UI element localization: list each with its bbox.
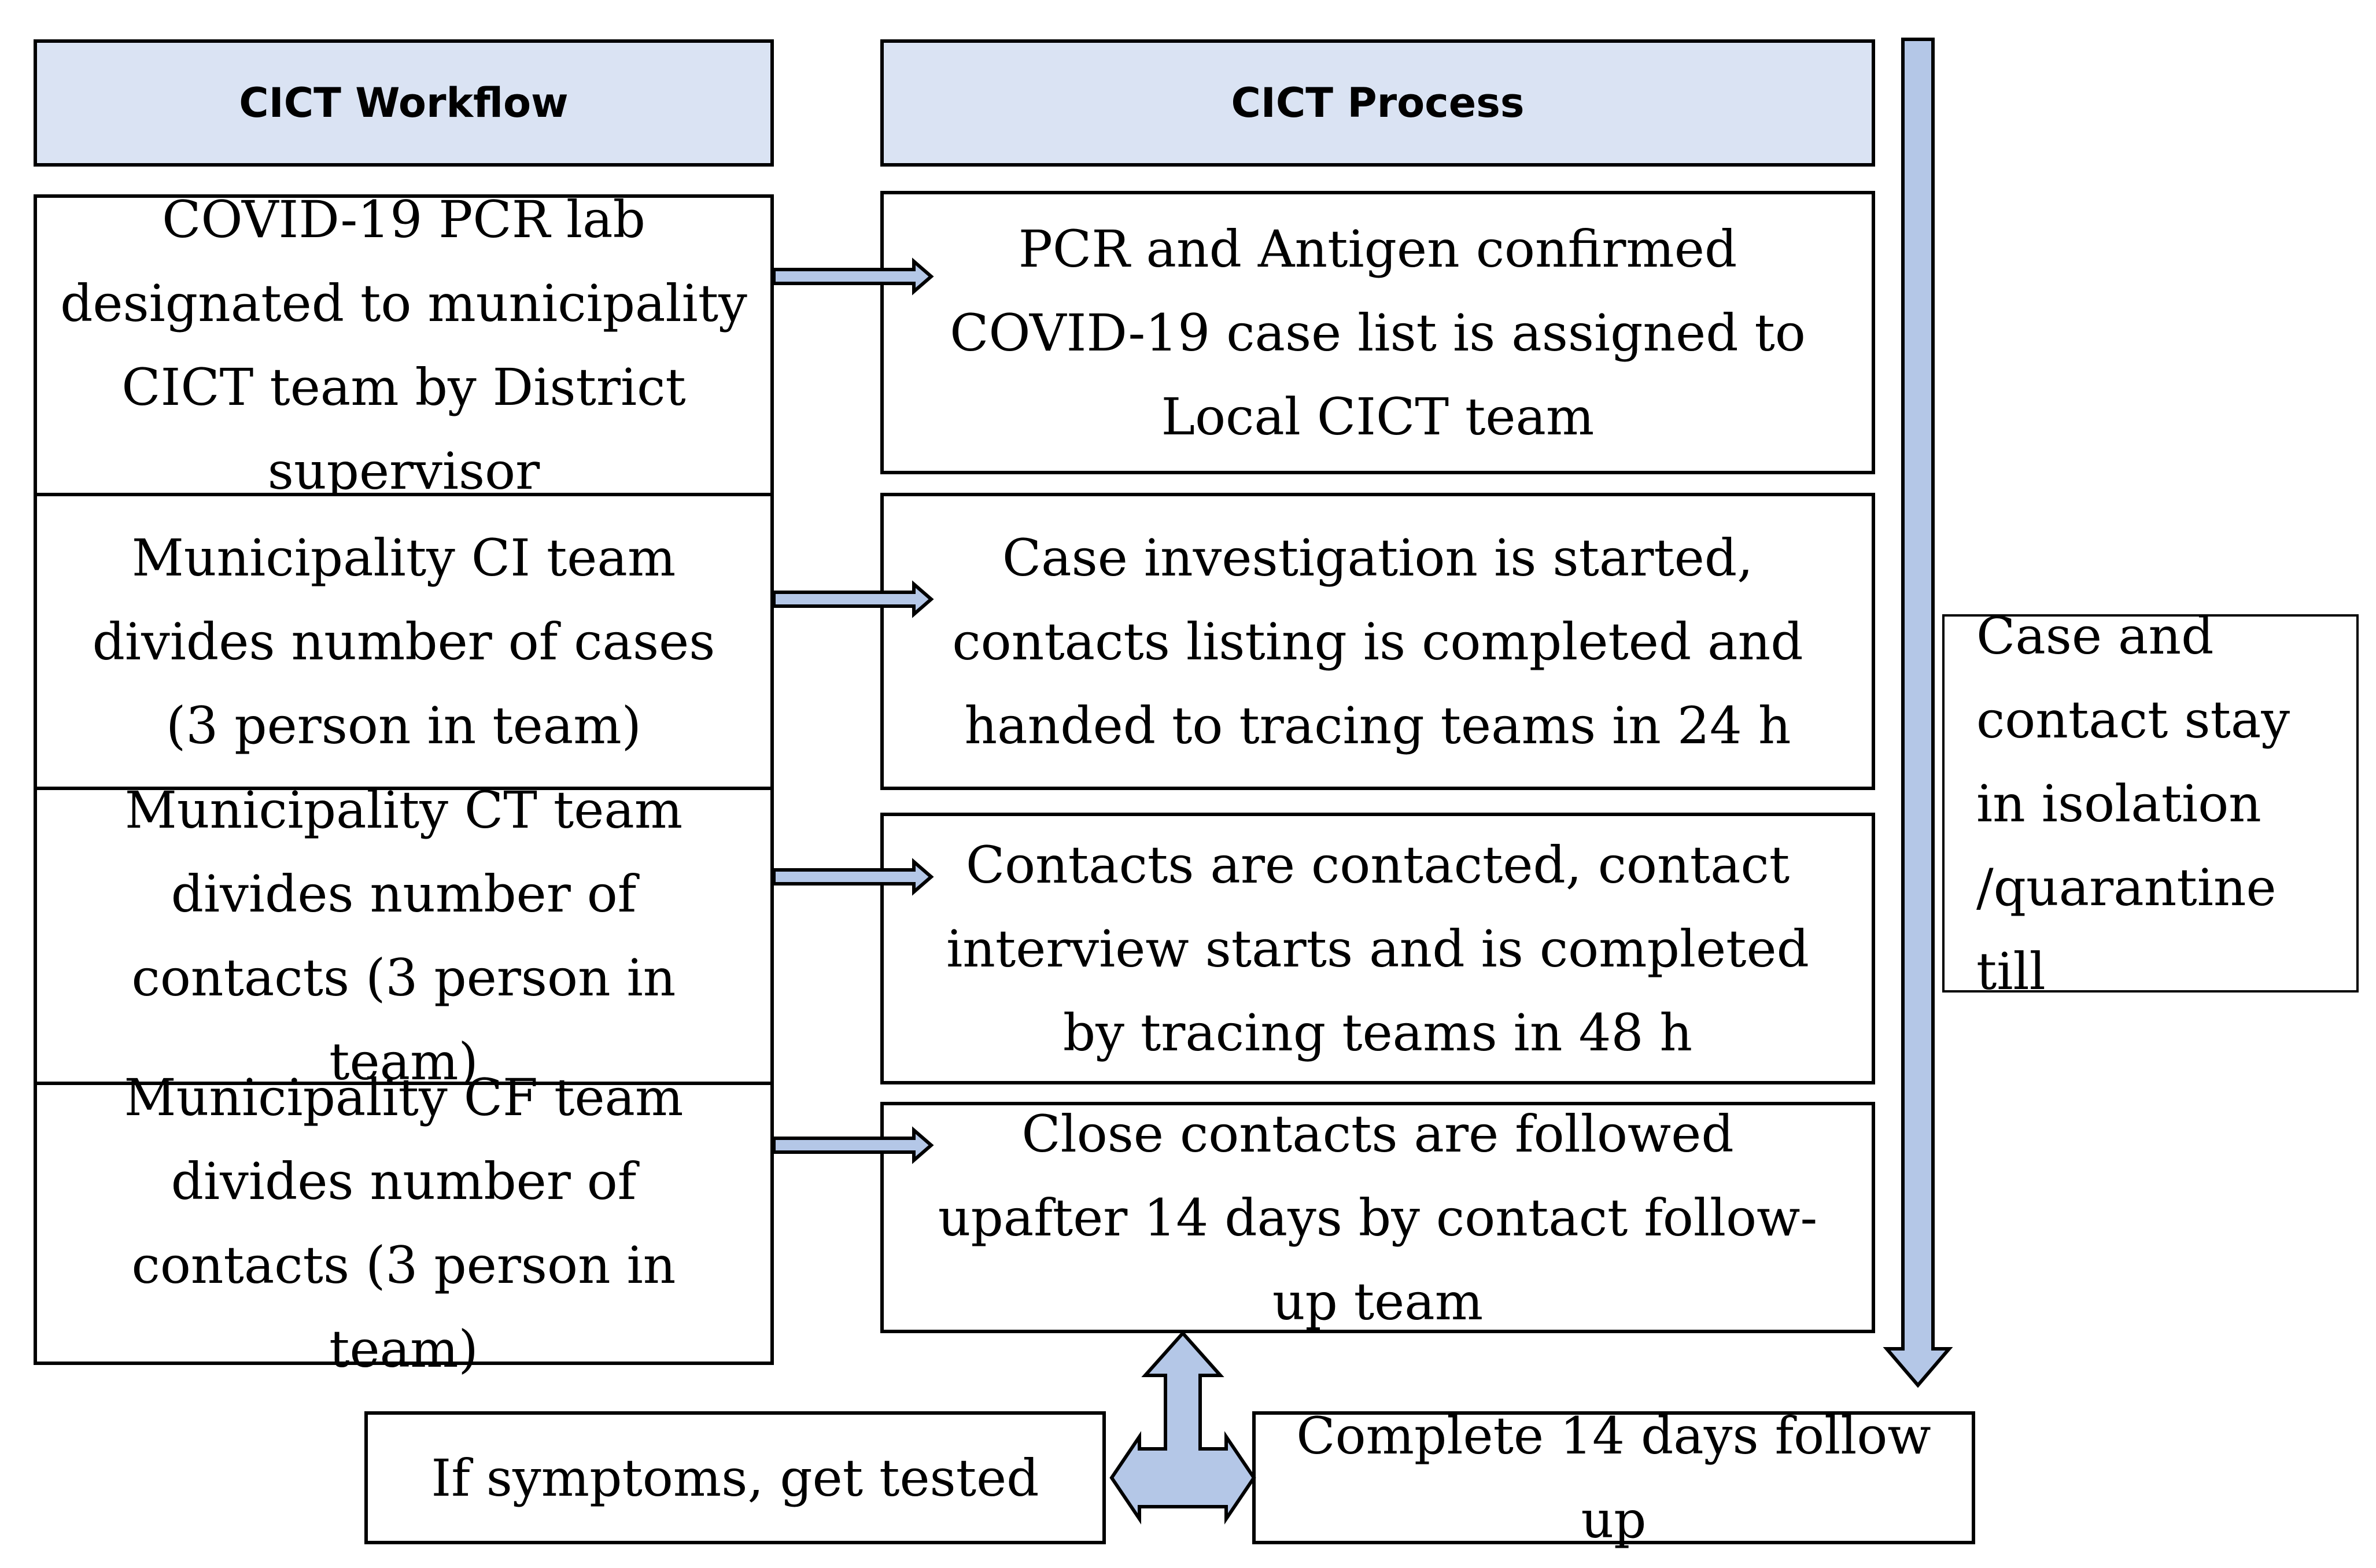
- process-step-2: Case investigation is started, contacts …: [880, 493, 1875, 790]
- outcome-complete-follow-up-text: Complete 14 days follow up: [1296, 1406, 1931, 1549]
- connector-arrow-3: [772, 858, 934, 896]
- connector-arrow-4: [772, 1126, 934, 1164]
- three-way-arrow: [1109, 1330, 1256, 1525]
- isolation-note-text: Case and contact stay in isolation /quar…: [1976, 606, 2290, 1001]
- workflow-step-2: Municipality CI team divides number of c…: [34, 493, 774, 790]
- workflow-step-1-text: COVID-19 PCR lab designated to municipal…: [60, 190, 747, 501]
- connector-arrow-2: [772, 580, 934, 618]
- workflow-step-4-text: Municipality CF team divides number of c…: [124, 1068, 684, 1379]
- timeline-down-arrow: [1883, 38, 1953, 1388]
- workflow-step-3-text: Municipality CT team divides number of c…: [124, 780, 683, 1091]
- connector-arrow-1: [772, 257, 934, 296]
- outcome-get-tested: If symptoms, get tested: [364, 1411, 1106, 1544]
- workflow-step-4: Municipality CF team divides number of c…: [34, 1068, 774, 1379]
- workflow-header: CICT Workflow: [34, 39, 774, 167]
- process-step-1-text: PCR and Antigen confirmed COVID-19 case …: [950, 219, 1806, 447]
- process-step-4-text: Close contacts are followed upafter 14 d…: [938, 1104, 1818, 1331]
- workflow-header-label: CICT Workflow: [239, 79, 569, 127]
- process-step-2-text: Case investigation is started, contacts …: [952, 527, 1803, 755]
- process-step-3: Contacts are contacted, contact intervie…: [880, 813, 1875, 1084]
- process-header: CICT Process: [880, 39, 1875, 167]
- outcome-complete-follow-up: Complete 14 days follow up: [1252, 1406, 1975, 1549]
- workflow-step-3: Municipality CT team divides number of c…: [34, 780, 774, 1091]
- process-step-4: Close contacts are followed upafter 14 d…: [880, 1102, 1875, 1333]
- isolation-note: Case and contact stay in isolation /quar…: [1942, 606, 2359, 1001]
- process-header-label: CICT Process: [1231, 79, 1525, 127]
- outcome-get-tested-text: If symptoms, get tested: [431, 1448, 1039, 1508]
- workflow-step-1: COVID-19 PCR lab designated to municipal…: [34, 190, 774, 501]
- process-step-3-text: Contacts are contacted, contact intervie…: [946, 835, 1809, 1062]
- workflow-step-2-text: Municipality CI team divides number of c…: [92, 527, 715, 755]
- process-step-1: PCR and Antigen confirmed COVID-19 case …: [880, 191, 1875, 474]
